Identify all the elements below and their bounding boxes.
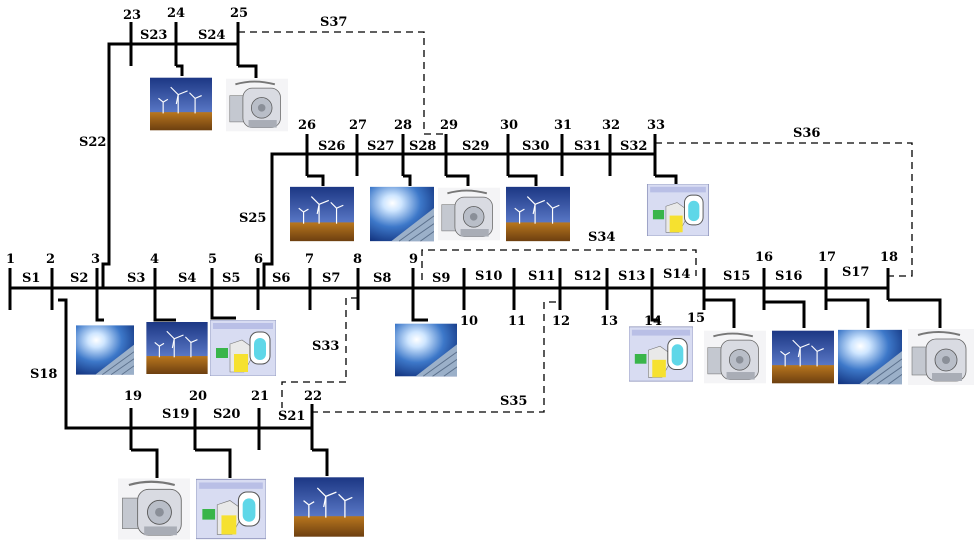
switch-label: S3 <box>127 271 145 286</box>
bus-label: 28 <box>394 118 412 133</box>
switch-label: S9 <box>432 271 450 286</box>
switch-label: S37 <box>320 15 347 30</box>
lateral-23-25 <box>101 22 240 288</box>
fuel-cell-icon <box>210 320 276 376</box>
bus-label: 8 <box>353 252 362 267</box>
bus-label: 15 <box>687 311 705 326</box>
bus-labels: 1 2 3 4 5 6 7 8 9 10 11 12 13 14 15 16 1… <box>6 6 898 404</box>
switch-label: S25 <box>239 211 266 226</box>
switch-label: S22 <box>79 135 106 150</box>
fuel-cell-icon <box>646 184 710 236</box>
bus-label: 6 <box>254 252 263 267</box>
pv-icon <box>76 324 134 376</box>
switch-label: S32 <box>620 139 647 154</box>
bus-label: 24 <box>167 6 185 21</box>
tie-lines <box>238 31 913 413</box>
switch-label: S23 <box>140 28 167 43</box>
bus-label: 11 <box>508 314 526 329</box>
switch-label: S11 <box>528 269 555 284</box>
switch-label: S19 <box>162 407 189 422</box>
main-feeder <box>8 268 890 310</box>
wind-turbine-icon <box>146 322 208 374</box>
wind-turbine-icon <box>290 186 354 242</box>
wind-turbine-icon <box>772 330 834 384</box>
wind-turbine-icon <box>294 476 364 538</box>
micro-turbine-icon <box>118 478 190 540</box>
bus-label: 22 <box>304 389 322 404</box>
switch-labels: S1 S2 S3 S4 S5 S6 S7 S8 S9 S10 S11 S12 S… <box>22 15 869 424</box>
switch-label: S28 <box>409 139 436 154</box>
bus-label: 32 <box>602 118 620 133</box>
bus-label: 27 <box>349 118 367 133</box>
switch-label: S30 <box>522 139 549 154</box>
bus-label: 25 <box>230 6 248 21</box>
bus-label: 10 <box>460 314 478 329</box>
bus-label: 29 <box>440 118 458 133</box>
switch-label: S5 <box>222 271 240 286</box>
switch-label: S13 <box>618 269 645 284</box>
switch-label: S8 <box>373 271 391 286</box>
switch-label: S31 <box>574 139 601 154</box>
wind-turbine-icon <box>506 186 570 242</box>
bus-label: 33 <box>647 118 665 133</box>
switch-label: S27 <box>367 139 394 154</box>
bus-label: 5 <box>208 252 217 267</box>
switch-label: S24 <box>198 28 225 43</box>
switch-label: S4 <box>178 271 196 286</box>
micro-turbine-icon <box>438 186 500 242</box>
switch-label: S35 <box>500 394 527 409</box>
switch-label: S26 <box>318 139 345 154</box>
bus-label: 18 <box>880 250 898 265</box>
pv-icon <box>838 329 902 385</box>
device-connectors <box>95 64 942 478</box>
bus-label: 31 <box>554 118 572 133</box>
switch-label: S29 <box>462 139 489 154</box>
switch-label: S16 <box>775 269 802 284</box>
bus-label: 30 <box>500 118 518 133</box>
bus-label: 2 <box>46 252 55 267</box>
switch-label: S33 <box>312 339 339 354</box>
bus-label: 20 <box>189 389 207 404</box>
switch-label: S1 <box>22 271 40 286</box>
switch-label: S7 <box>322 271 340 286</box>
wind-turbine-icon <box>150 77 212 131</box>
bus-label: 3 <box>91 252 100 267</box>
fuel-cell-icon <box>629 326 693 382</box>
switch-label: S2 <box>70 271 88 286</box>
fuel-cell-icon <box>196 478 266 540</box>
bus-label: 14 <box>644 314 662 329</box>
bus-label: 19 <box>124 389 142 404</box>
bus-label: 23 <box>123 8 141 23</box>
bus-label: 9 <box>409 252 418 267</box>
switch-label: S14 <box>663 267 690 282</box>
bus-label: 7 <box>305 252 314 267</box>
bus-label: 17 <box>818 250 836 265</box>
switch-label: S20 <box>213 407 240 422</box>
bus-label: 12 <box>552 314 570 329</box>
switch-label: S17 <box>842 265 869 280</box>
switch-label: S12 <box>574 269 601 284</box>
bus-label: 13 <box>600 314 618 329</box>
switch-label: S6 <box>272 271 290 286</box>
pv-icon <box>370 186 434 242</box>
micro-turbine-icon <box>908 328 974 386</box>
bus-label: 4 <box>150 252 159 267</box>
lateral-26-33 <box>262 134 657 288</box>
switch-label: S34 <box>588 230 615 245</box>
micro-turbine-icon <box>704 329 766 385</box>
bus-label: 1 <box>6 252 15 267</box>
switch-label: S36 <box>793 126 820 141</box>
switch-label: S21 <box>278 409 305 424</box>
switch-label: S18 <box>30 367 57 382</box>
bus-label: 16 <box>755 250 773 265</box>
pv-icon <box>395 323 457 377</box>
switch-label: S10 <box>475 269 502 284</box>
bus-label: 26 <box>298 118 316 133</box>
bus-label: 21 <box>251 389 269 404</box>
micro-turbine-icon <box>226 78 288 132</box>
switch-label: S15 <box>723 269 750 284</box>
